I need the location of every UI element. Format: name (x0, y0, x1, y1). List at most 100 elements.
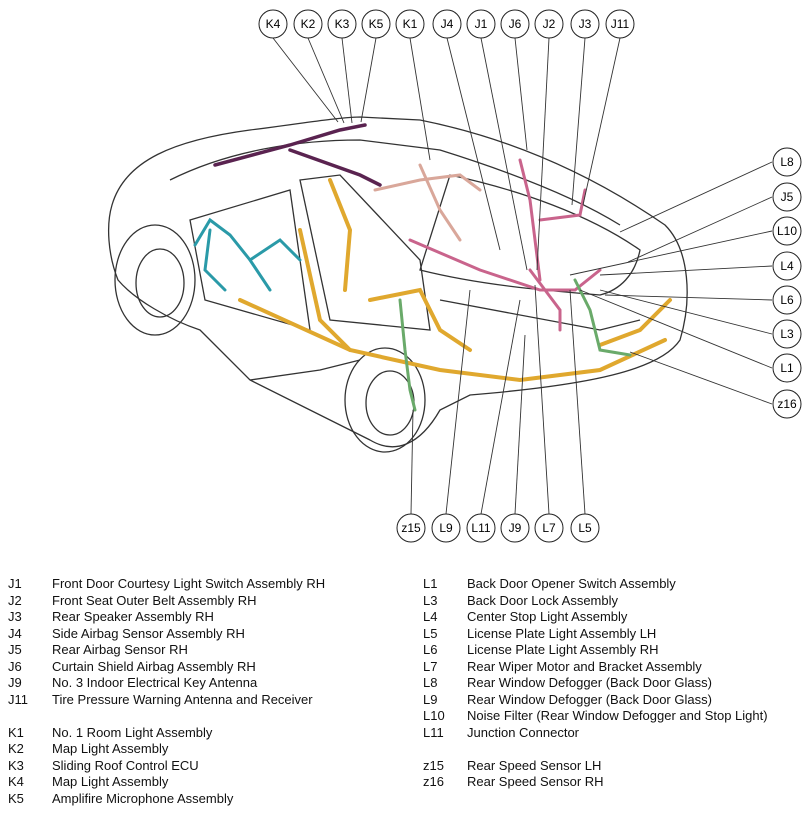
legend-desc: Back Door Lock Assembly (467, 592, 619, 608)
legend-desc: Rear Airbag Sensor RH (52, 642, 188, 657)
legend-code: L4 (423, 609, 438, 624)
legend-code: L6 (423, 642, 438, 657)
svg-text:z15: z15 (401, 521, 421, 535)
legend-desc: Tire Pressure Warning Antenna and Receiv… (52, 691, 313, 707)
callout-k5: K5 (361, 9, 391, 39)
svg-text:K5: K5 (369, 17, 384, 31)
callout-k2: K2 (293, 9, 323, 39)
legend-desc: Sliding Roof Control ECU (52, 757, 199, 773)
svg-text:K3: K3 (335, 17, 350, 31)
svg-text:J11: J11 (611, 17, 630, 31)
harness-orange (238, 178, 672, 383)
legend-code: L11 (423, 724, 444, 740)
legend-desc: License Plate Light Assembly LH (467, 625, 657, 641)
legend-right: L1 Back Door Opener Switch Assembly L3 Bac… (423, 576, 768, 791)
legend-row-l11: L11 Junction Connector (423, 725, 768, 742)
legend-row-k2: K2 Map Light Assembly (8, 741, 325, 758)
legend-code: L10 (423, 708, 445, 723)
callout-l10: L10 (772, 216, 802, 246)
svg-text:L9: L9 (439, 521, 453, 535)
svg-text:K1: K1 (403, 17, 418, 31)
harness-teal (193, 217, 302, 292)
legend-desc: Rear Speed Sensor LH (467, 757, 602, 773)
legend-desc: No. 3 Indoor Electrical Key Antenna (52, 675, 258, 690)
svg-text:J5: J5 (781, 190, 794, 204)
legend-code: J11 (8, 691, 28, 707)
legend-code: L7 (423, 658, 438, 674)
svg-text:K4: K4 (266, 17, 281, 31)
svg-text:J3: J3 (579, 17, 592, 31)
callout-k4: K4 (258, 9, 288, 39)
callouts-top: K4 K2 K3 K5 K1 J4 J1 J6 J2 J3 J11 (258, 9, 635, 39)
legend-code: J3 (8, 609, 22, 624)
legend-desc: Rear Wiper Motor and Bracket Assembly (467, 658, 702, 674)
legend-row-j9: J9 No. 3 Indoor Electrical Key Antenna (8, 675, 325, 692)
harness-pink (408, 158, 602, 332)
svg-text:z16: z16 (777, 397, 797, 411)
legend-desc: Rear Window Defogger (Back Door Glass) (467, 675, 712, 690)
callout-l6: L6 (772, 285, 802, 315)
legend-desc: Junction Connector (467, 724, 580, 740)
legend-code: J4 (8, 625, 22, 641)
legend-code: L3 (423, 592, 438, 608)
callout-j6: J6 (500, 9, 530, 39)
callout-k3: K3 (327, 9, 357, 39)
legend-code: K2 (8, 741, 24, 756)
callout-l1: L1 (772, 353, 802, 383)
legend-desc: Rear Speaker Assembly RH (52, 609, 214, 624)
callouts-bottom: z15 L9 L11 J9 L7 L5 (396, 513, 600, 543)
callout-z16: z16 (772, 389, 802, 419)
legend-row-l8: L8 Rear Window Defogger (Back Door Glass) (423, 675, 768, 692)
svg-text:J6: J6 (509, 17, 522, 31)
legend-row-k5: K5 Amplifire Microphone Assembly (8, 791, 325, 808)
callouts-right: L8 J5 L10 L4 L6 L3 L1 z16 (772, 147, 802, 419)
callout-l11: L11 (466, 513, 496, 543)
legend-code: L8 (423, 675, 438, 690)
svg-text:J2: J2 (543, 17, 556, 31)
callout-z15: z15 (396, 513, 426, 543)
legend-code: K4 (8, 774, 24, 789)
legend-code: K1 (8, 724, 24, 740)
legend-code: L1 (423, 576, 438, 591)
legend-code: J6 (8, 658, 22, 674)
legend-desc: Back Door Opener Switch Assembly (467, 576, 676, 591)
legend-desc: Amplifire Microphone Assembly (52, 790, 234, 806)
callout-j1: J1 (466, 9, 496, 39)
callout-l4: L4 (772, 251, 802, 281)
callout-k1: K1 (395, 9, 425, 39)
svg-text:J1: J1 (475, 17, 488, 31)
legend-desc: Rear Speed Sensor RH (467, 774, 604, 789)
svg-text:L8: L8 (780, 155, 794, 169)
legend-desc: Map Light Assembly (52, 741, 169, 756)
legend-code: J2 (8, 592, 22, 608)
svg-text:L7: L7 (542, 521, 556, 535)
svg-text:K2: K2 (301, 17, 316, 31)
legend-row-l7: L7 Rear Wiper Motor and Bracket Assembly (423, 659, 768, 676)
svg-text:L10: L10 (777, 224, 797, 238)
legend-row-j11: J11 Tire Pressure Warning Antenna and Rec… (8, 692, 325, 709)
svg-text:J9: J9 (509, 521, 522, 535)
legend-code: J9 (8, 675, 22, 690)
callout-l8: L8 (772, 147, 802, 177)
callout-l7: L7 (534, 513, 564, 543)
legend-code: K5 (8, 790, 24, 806)
legend-code: J5 (8, 642, 22, 657)
legend-desc: Front Door Courtesy Light Switch Assembl… (52, 576, 326, 591)
legend-row-l3: L3 Back Door Lock Assembly (423, 593, 768, 610)
harness-purple (213, 123, 382, 187)
callout-l3: L3 (772, 319, 802, 349)
legend-desc: License Plate Light Assembly RH (467, 642, 659, 657)
svg-text:L5: L5 (578, 521, 592, 535)
legend-code: z16 (423, 774, 444, 789)
